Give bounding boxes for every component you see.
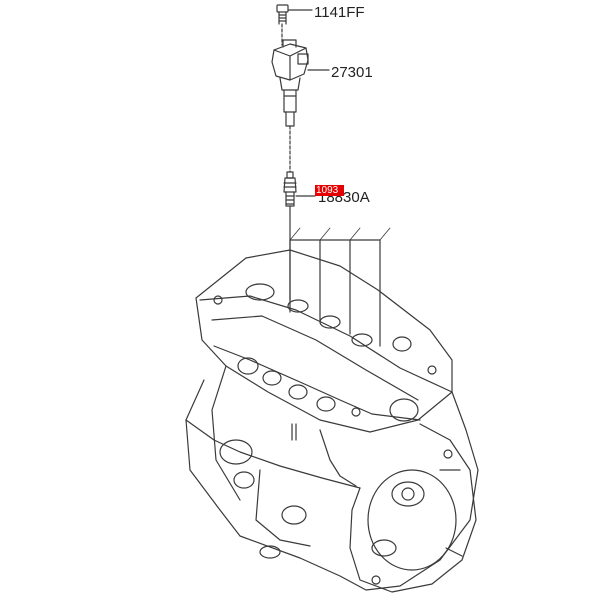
highlight-tag[interactable]: 1093	[315, 185, 344, 196]
label-bolt: 1141FF	[314, 4, 365, 21]
label-ignition-coil: 27301	[331, 64, 373, 81]
engine-assembly[interactable]	[185, 249, 479, 593]
spark-plug-part[interactable]	[283, 171, 316, 301]
bolt-part[interactable]	[276, 4, 313, 46]
ignition-coil-part[interactable]	[271, 39, 330, 173]
cylinder-leader-lines	[289, 227, 391, 347]
